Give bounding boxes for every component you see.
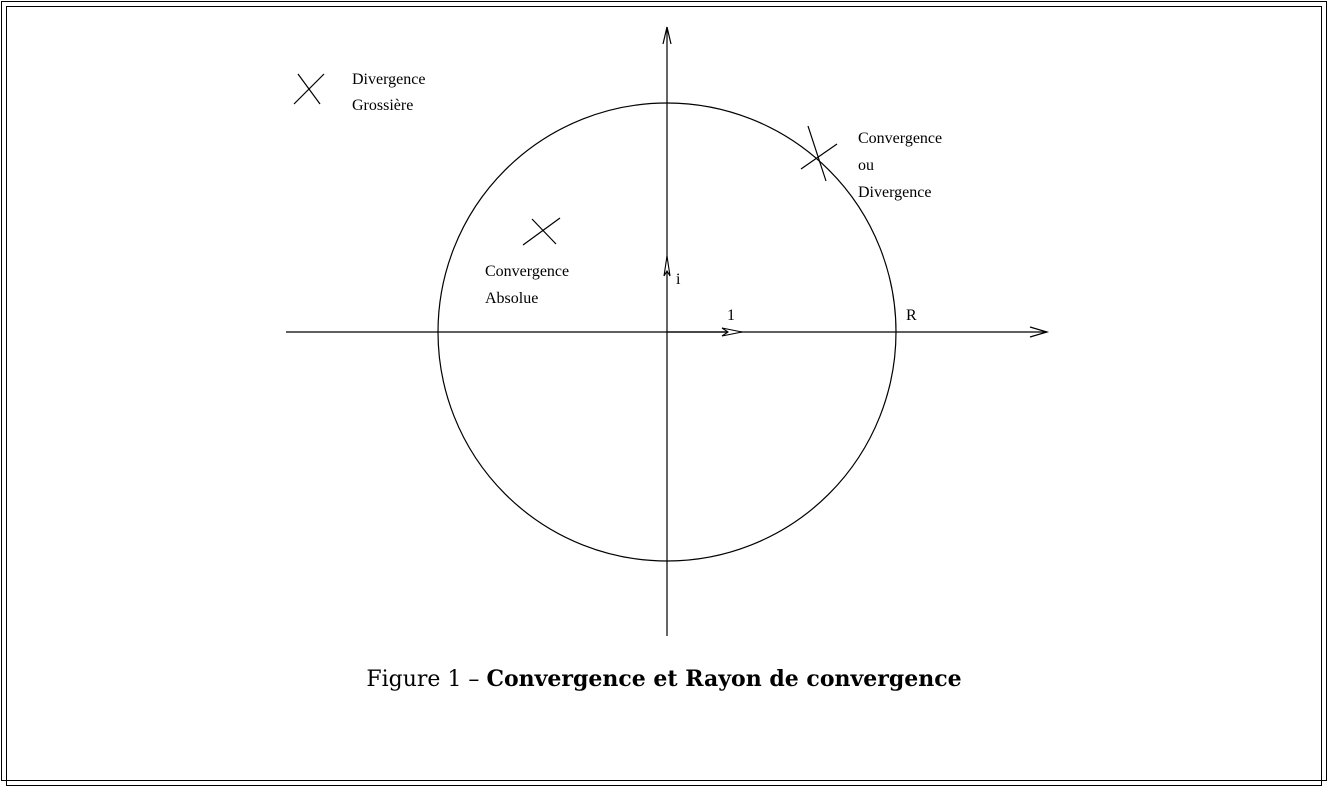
label-absolute-line1: Convergence [485, 263, 569, 280]
caption-title: Convergence et Rayon de convergence [486, 666, 962, 692]
convergence-diagram: Divergence Grossière Convergence ou Dive… [286, 26, 1050, 636]
label-divergence-line2: Grossière [352, 97, 413, 114]
label-divergence-line1: Divergence [352, 71, 425, 88]
label-absolute-line2: Absolue [485, 290, 538, 307]
cross-boundary [800, 125, 838, 182]
imaginary-axis-arrowhead [662, 26, 672, 45]
label-boundary-line3: Divergence [858, 184, 931, 201]
label-unit-imag: i [676, 271, 681, 288]
caption-prefix: Figure 1 – [366, 667, 487, 692]
label-unit-real: 1 [727, 307, 735, 324]
label-boundary-line2: ou [858, 157, 874, 174]
unit-real-arrowhead [721, 327, 743, 337]
unit-imag-arrowhead [663, 255, 671, 277]
real-axis-arrowhead [1029, 326, 1050, 338]
label-boundary-line1: Convergence [858, 130, 942, 147]
figure-caption: Figure 1 – Convergence et Rayon de conve… [0, 666, 1328, 692]
cross-absolute [522, 217, 561, 246]
label-radius: R [906, 307, 917, 324]
cross-divergence [293, 73, 325, 105]
